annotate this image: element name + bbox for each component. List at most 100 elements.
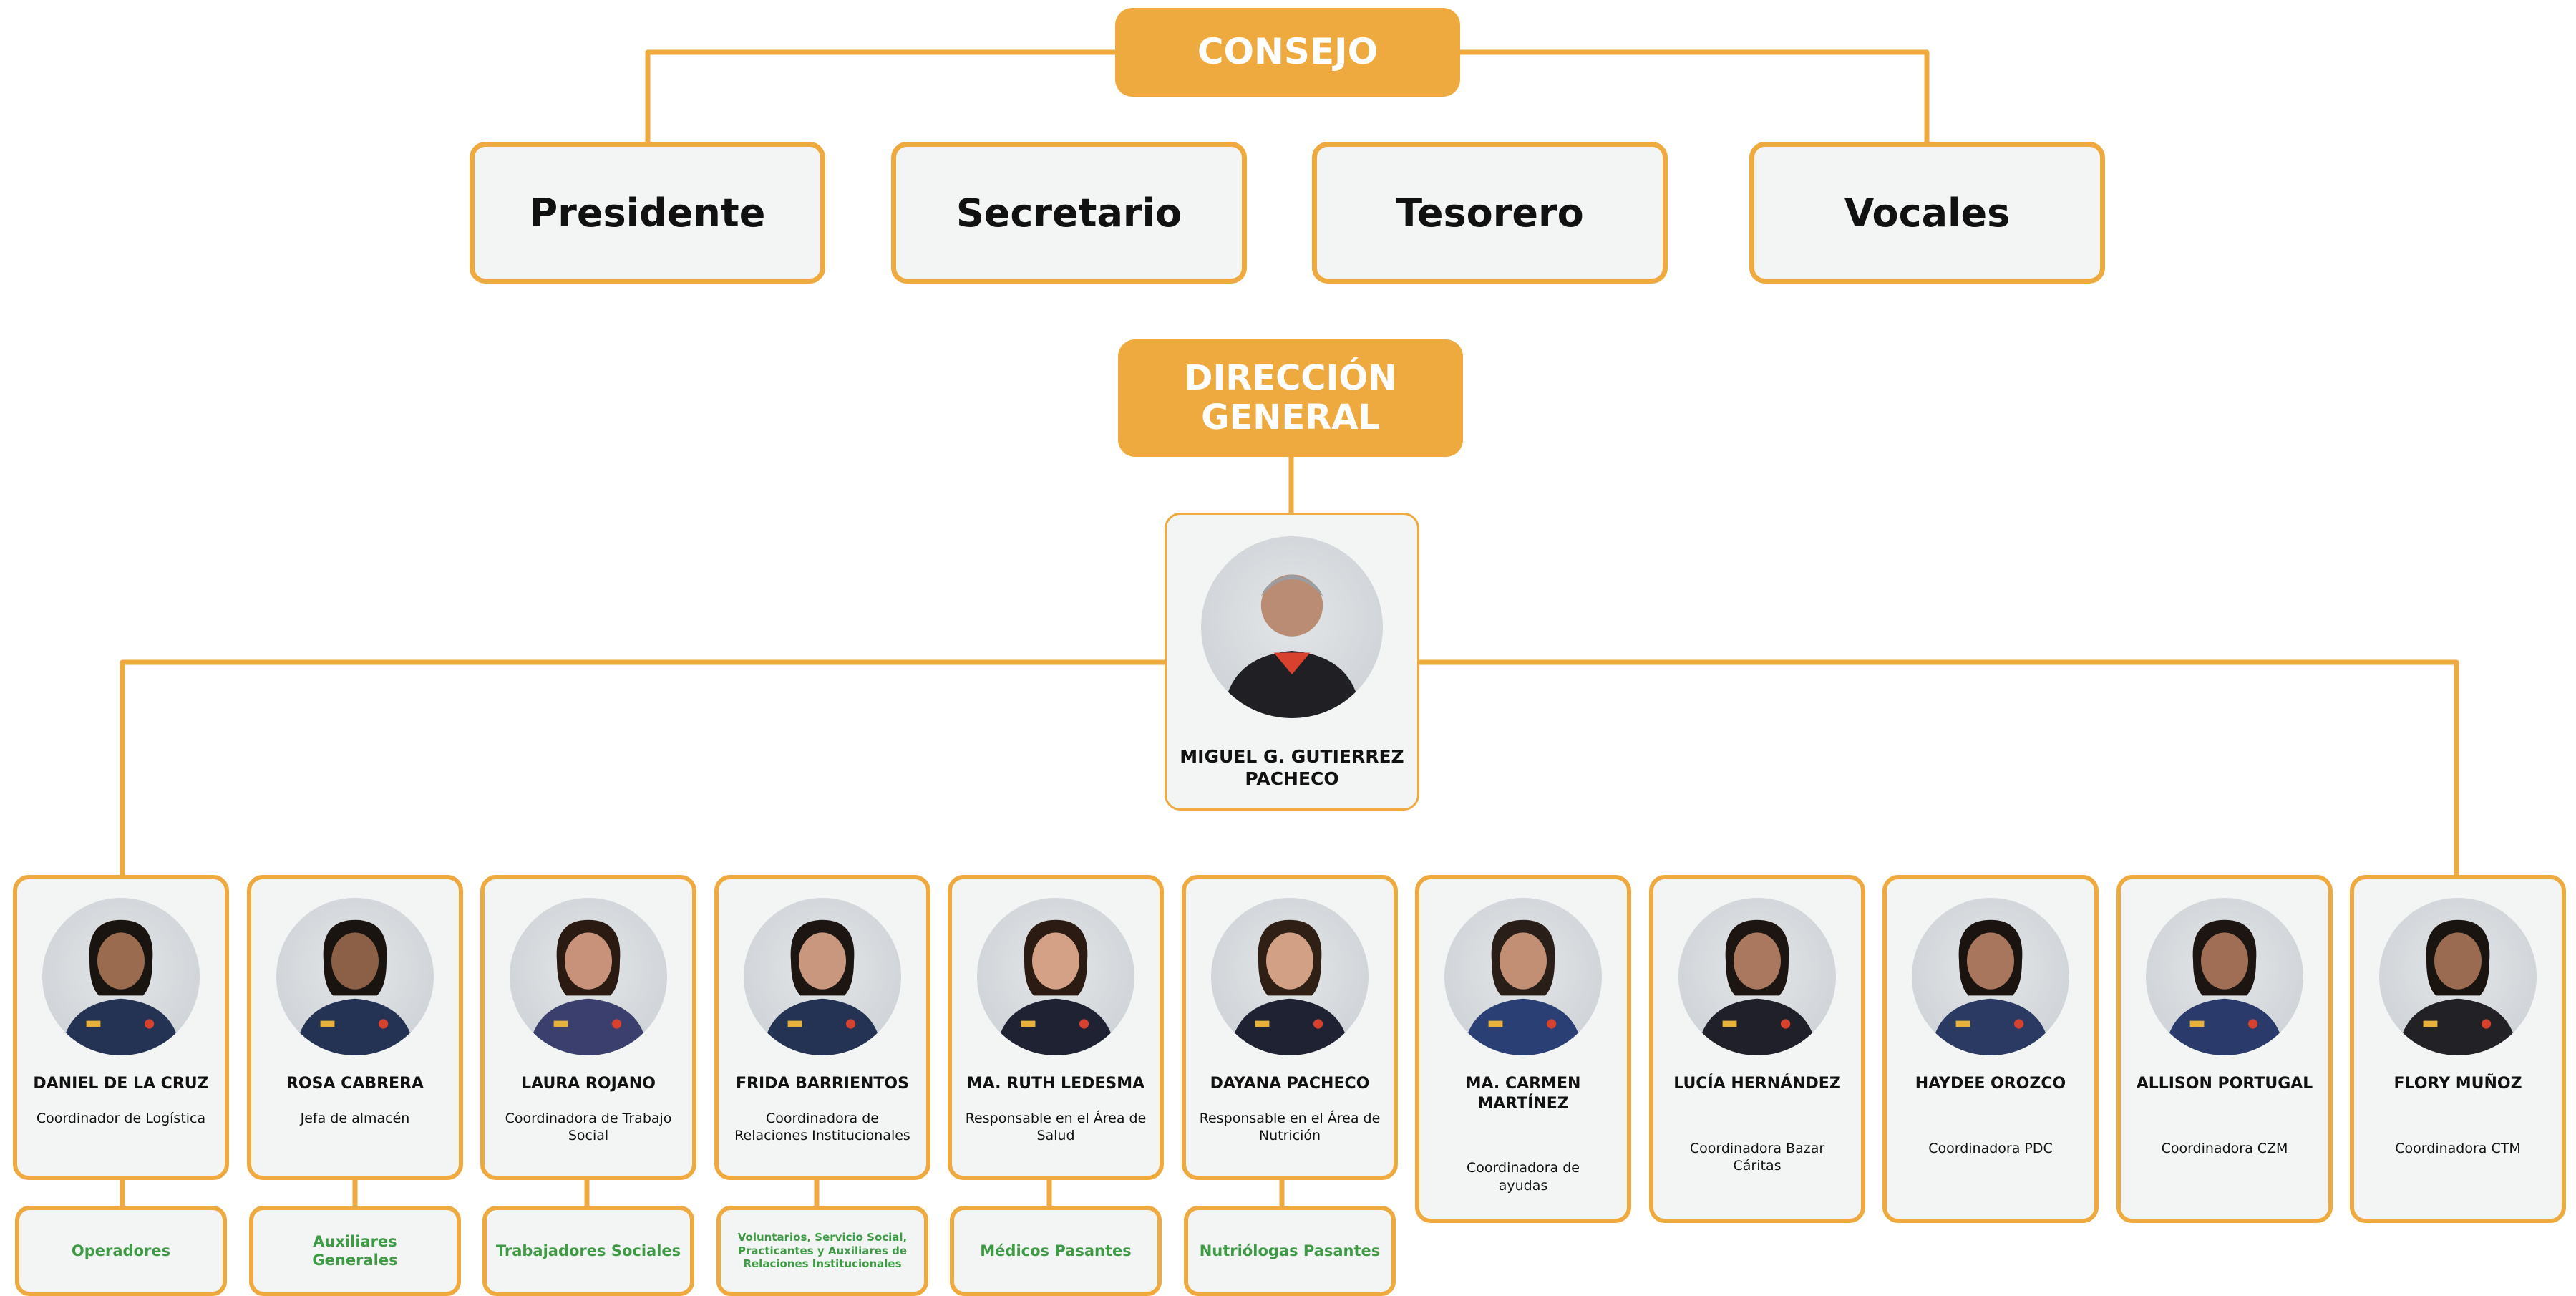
staff-photo — [42, 898, 200, 1055]
staff-photo — [2146, 898, 2303, 1055]
team-label-line: Voluntarios, Servicio Social, — [737, 1230, 908, 1244]
team-box: Médicos Pasantes — [950, 1206, 1162, 1296]
staff-role-line: Coordinadora CZM — [2161, 1140, 2288, 1156]
director-card: MIGUEL G. GUTIERREZ PACHECO — [1165, 513, 1419, 811]
team-label: Médicos Pasantes — [980, 1242, 1131, 1260]
staff-role-line: Coordinadora Bazar — [1689, 1140, 1825, 1156]
staff-role-line: Jefa de almacén — [300, 1110, 410, 1126]
team-box: Operadores — [15, 1206, 227, 1296]
staff-card: MA. RUTH LEDESMA Responsable en el Área d… — [948, 875, 1164, 1180]
council-treasurer: Tesorero — [1312, 142, 1668, 284]
staff-role: Coordinador de Logística — [24, 1110, 218, 1128]
staff-name: LUCÍA HERNÁNDEZ — [1673, 1075, 1841, 1093]
council-secretary: Secretario — [891, 142, 1247, 284]
team-box: Nutriólogas Pasantes — [1184, 1206, 1396, 1296]
person-avatar-icon — [1223, 574, 1361, 718]
staff-role-line: Relaciones Institucionales — [734, 1128, 910, 1144]
staff-name: LAURA ROJANO — [521, 1075, 656, 1093]
staff-photo — [510, 898, 667, 1055]
person-avatar-icon — [1230, 919, 1350, 1055]
person-avatar-icon — [2164, 919, 2285, 1055]
staff-photo — [744, 898, 901, 1055]
staff-role-line: Cáritas — [1733, 1158, 1782, 1174]
team-label: Trabajadores Sociales — [496, 1242, 681, 1260]
staff-role-line: ayudas — [1498, 1177, 1548, 1194]
director-name-line1: MIGUEL G. GUTIERREZ — [1180, 746, 1404, 767]
council-header: CONSEJO — [1115, 8, 1460, 97]
staff-photo — [276, 898, 434, 1055]
person-avatar-icon — [528, 919, 648, 1055]
team-label-line: Practicantes y Auxiliares de — [737, 1244, 908, 1257]
director-name-line2: PACHECO — [1245, 768, 1339, 790]
staff-name: MA. RUTH LEDESMA — [966, 1075, 1145, 1093]
council-connector — [645, 49, 1115, 142]
staff-name: HAYDEE OROZCO — [1915, 1075, 2066, 1093]
council-members: Vocales — [1749, 142, 2105, 284]
staff-role-line: Coordinadora PDC — [1928, 1140, 2053, 1156]
council-member-label: Vocales — [1844, 190, 2011, 236]
staff-role-line: Coordinadora de — [766, 1110, 879, 1126]
person-avatar-icon — [1463, 919, 1583, 1055]
staff-name: FLORY MUÑOZ — [2393, 1075, 2522, 1093]
staff-photo — [2379, 898, 2537, 1055]
staff-name: MA. CARMEN MARTÍNEZ — [1465, 1075, 1581, 1113]
council-member-label: Tesorero — [1396, 190, 1584, 236]
team-label: Voluntarios, Servicio Social,Practicante… — [738, 1231, 908, 1271]
team-label-line: Operadores — [71, 1242, 171, 1259]
staff-role-line: Nutrición — [1258, 1128, 1321, 1144]
staff-role: Coordinadora PDC — [1894, 1140, 2087, 1158]
staff-role: Coordinadora de Relaciones Institucionale… — [726, 1110, 919, 1145]
staff-name: FRIDA BARRIENTOS — [736, 1075, 909, 1093]
staff-photo — [1211, 898, 1369, 1055]
direction-title-line2: GENERAL — [1201, 397, 1380, 437]
council-connector — [1460, 49, 1930, 142]
person-avatar-icon — [996, 919, 1116, 1055]
staff-role-line: Salud — [1036, 1128, 1075, 1144]
staff-name: ROSA CABRERA — [286, 1075, 424, 1093]
direction-header: DIRECCIÓN GENERAL — [1118, 339, 1463, 457]
staff-photo — [977, 898, 1134, 1055]
staff-card: ROSA CABRERA Jefa de almacén — [247, 875, 463, 1180]
staff-photo — [1444, 898, 1602, 1055]
person-avatar-icon — [762, 919, 883, 1055]
team-label-line: Trabajadores Sociales — [495, 1242, 681, 1259]
team-label-line: Auxiliares — [313, 1232, 397, 1250]
staff-role-line: Responsable en el Área de — [1199, 1110, 1381, 1126]
team-label-line: Nutriólogas Pasantes — [1199, 1242, 1381, 1259]
staff-role: Responsable en el Área de Nutrición — [1193, 1110, 1386, 1145]
staff-name: DAYANA PACHECO — [1210, 1075, 1370, 1093]
staff-role: Coordinadora CZM — [2128, 1140, 2321, 1158]
staff-role-line: Responsable en el Área de — [965, 1110, 1147, 1126]
person-avatar-icon — [295, 919, 415, 1055]
staff-connector — [1419, 659, 2459, 875]
council-president: Presidente — [470, 142, 825, 284]
staff-card: FLORY MUÑOZ Coordinadora CTM — [2350, 875, 2566, 1223]
staff-connector — [120, 659, 1165, 875]
person-avatar-icon — [1697, 919, 1817, 1055]
direction-title-line1: DIRECCIÓN — [1184, 357, 1397, 398]
staff-role: Coordinadora CTM — [2361, 1140, 2555, 1158]
person-avatar-icon — [61, 919, 181, 1055]
team-box: Voluntarios, Servicio Social,Practicante… — [716, 1206, 928, 1296]
staff-role-line: Coordinadora CTM — [2395, 1140, 2521, 1156]
team-box: Trabajadores Sociales — [482, 1206, 694, 1296]
staff-role: Jefa de almacén — [258, 1110, 452, 1128]
staff-card: FRIDA BARRIENTOS Coordinadora de Relacione… — [714, 875, 930, 1180]
person-avatar-icon — [2398, 919, 2518, 1055]
person-avatar-icon — [1930, 919, 2051, 1055]
council-title: CONSEJO — [1197, 31, 1379, 73]
staff-role-line: Social — [568, 1128, 609, 1144]
staff-photo — [1912, 898, 2069, 1055]
staff-role: Responsable en el Área de Salud — [959, 1110, 1152, 1145]
